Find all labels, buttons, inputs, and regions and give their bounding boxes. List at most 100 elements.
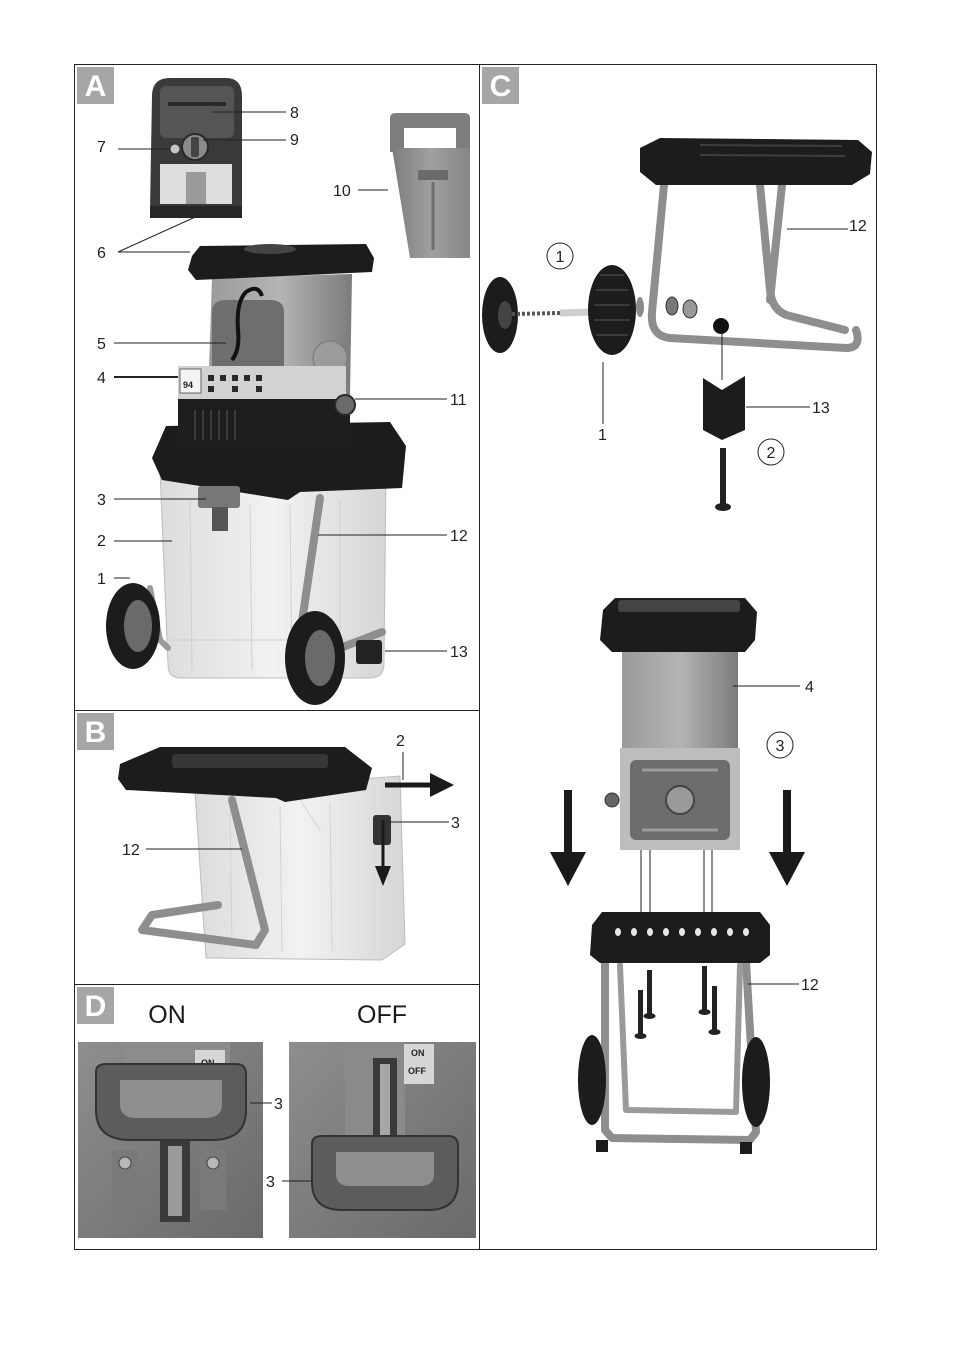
- washer-2: [665, 296, 679, 316]
- frame-lower-foot-right: [740, 1142, 752, 1154]
- frame-tube-right: [298, 494, 324, 626]
- panel-b: B 2 3 12: [77, 713, 460, 961]
- callout-1: 1: [97, 571, 106, 588]
- noise-badge-text: 94: [183, 380, 193, 390]
- photo-on-screw-right: [206, 1156, 220, 1170]
- callout-c-12-top: 12: [849, 218, 867, 235]
- frame-assembly-c: [640, 138, 872, 352]
- photo-off-slider: [380, 1064, 390, 1144]
- shredder-assembled: 94: [106, 244, 406, 705]
- motor-unit-c: [600, 598, 757, 850]
- noise-badge: [179, 368, 202, 394]
- motor-block: [178, 398, 350, 450]
- panel-a-letter-box: [77, 67, 114, 104]
- foot-assembly-exploded: [703, 318, 745, 511]
- motor-unit-side-knob: [604, 792, 620, 808]
- frame-lower-cover: [590, 912, 770, 963]
- panel-c-letter: C: [490, 70, 512, 103]
- panel-c-letter-box: [482, 67, 519, 104]
- callout-5: 5: [97, 336, 106, 353]
- arrow-right-head: [769, 852, 805, 886]
- foot-bolt: [720, 448, 726, 506]
- hopper-feed-slot: [186, 172, 206, 204]
- clamp-knob: [334, 394, 356, 416]
- photo-on-screw-left: [118, 1156, 132, 1170]
- frame-assembly-lower: [578, 912, 770, 1154]
- wheel-c: [588, 265, 636, 355]
- callout-c-4: 4: [805, 679, 814, 696]
- frame-b: [138, 796, 269, 949]
- photo-off-label-on: ON: [411, 1048, 425, 1058]
- arrow-down-head: [375, 866, 391, 886]
- photo-off-label-plate: [404, 1044, 434, 1084]
- bin-removal-illustration: [118, 747, 454, 961]
- bin-b: [194, 775, 406, 961]
- bin-switch-slot: [212, 507, 228, 531]
- pusher-tool: [390, 113, 470, 258]
- mounting-screws: [634, 966, 721, 1039]
- panel-d-letter-box: [77, 987, 114, 1024]
- step-2-circle: [757, 438, 785, 466]
- callout-3: 3: [97, 492, 106, 509]
- motor-unit-inlet: [618, 600, 740, 612]
- alignment-lines: [640, 850, 713, 918]
- photo-off-label-off: OFF: [408, 1066, 426, 1076]
- bin-switch: [198, 486, 240, 508]
- step-2-number: 2: [767, 445, 776, 462]
- pusher-handle: [390, 113, 470, 152]
- panel-b-letter-box: [77, 713, 114, 750]
- callout-12: 12: [450, 528, 468, 545]
- state-on-heading: ON: [148, 1001, 186, 1029]
- foot-c: [703, 376, 745, 440]
- axle-bolt: [511, 311, 561, 316]
- photo-on-slider: [168, 1146, 182, 1216]
- hopper-top-view: [150, 78, 242, 218]
- callout-7: 7: [97, 139, 106, 156]
- callout-b-3: 3: [451, 815, 460, 832]
- panel-d: D ON OFF ON ON OFF: [77, 987, 476, 1238]
- callout-d-3b: 3: [266, 1174, 275, 1191]
- axle-sleeve: [559, 308, 593, 317]
- step-1-circle: [546, 242, 574, 270]
- callout-c-1: 1: [598, 427, 607, 444]
- panel-a-letter: A: [85, 70, 107, 103]
- panel-a: A 8 7 9 10: [77, 67, 470, 705]
- motor-unit-tower: [622, 650, 738, 752]
- state-off-heading: OFF: [357, 1001, 407, 1029]
- panel-d-letter: D: [85, 990, 107, 1023]
- motor-unit-hub: [665, 785, 695, 815]
- arrow-left-shaft: [564, 790, 572, 854]
- callout-13: 13: [450, 644, 468, 661]
- frame-c-side-tube: [766, 181, 786, 304]
- hopper-top-lip: [150, 206, 242, 218]
- frame-lower-cover-holes: [615, 928, 749, 936]
- callout-4: 4: [97, 370, 106, 387]
- hopper-top-inner: [160, 86, 234, 138]
- frame-lower-wheel-left: [578, 1035, 606, 1125]
- step-1-number: 1: [556, 249, 565, 266]
- panel-c: C 12: [482, 67, 872, 1154]
- foot-bolt-head: [715, 503, 731, 511]
- callout-c-12-lower: 12: [801, 977, 819, 994]
- frame-c-front-tube: [647, 181, 862, 352]
- axle-nut: [682, 299, 698, 319]
- callout-8: 8: [290, 105, 299, 122]
- callout-b-2: 2: [396, 733, 405, 750]
- frame-lower-foot-left: [596, 1140, 608, 1152]
- power-cord: [230, 286, 264, 362]
- arrow-left-head: [550, 852, 586, 886]
- step-3-circle: [766, 731, 794, 759]
- control-strip: [178, 366, 346, 399]
- callout-9: 9: [290, 132, 299, 149]
- wheel-left-hub: [124, 600, 152, 652]
- cable-compartment: [212, 300, 284, 366]
- photo-off-switch-window: [336, 1152, 434, 1186]
- callout-d-3a: 3: [274, 1096, 283, 1113]
- callout-11: 11: [450, 392, 467, 409]
- hubcap-center: [498, 301, 512, 329]
- switch-photo-off: ON OFF: [289, 1042, 476, 1238]
- arrow-right-shaft: [783, 790, 791, 854]
- step-3-number: 3: [776, 738, 785, 755]
- frame-lower-wheel-right: [742, 1037, 770, 1127]
